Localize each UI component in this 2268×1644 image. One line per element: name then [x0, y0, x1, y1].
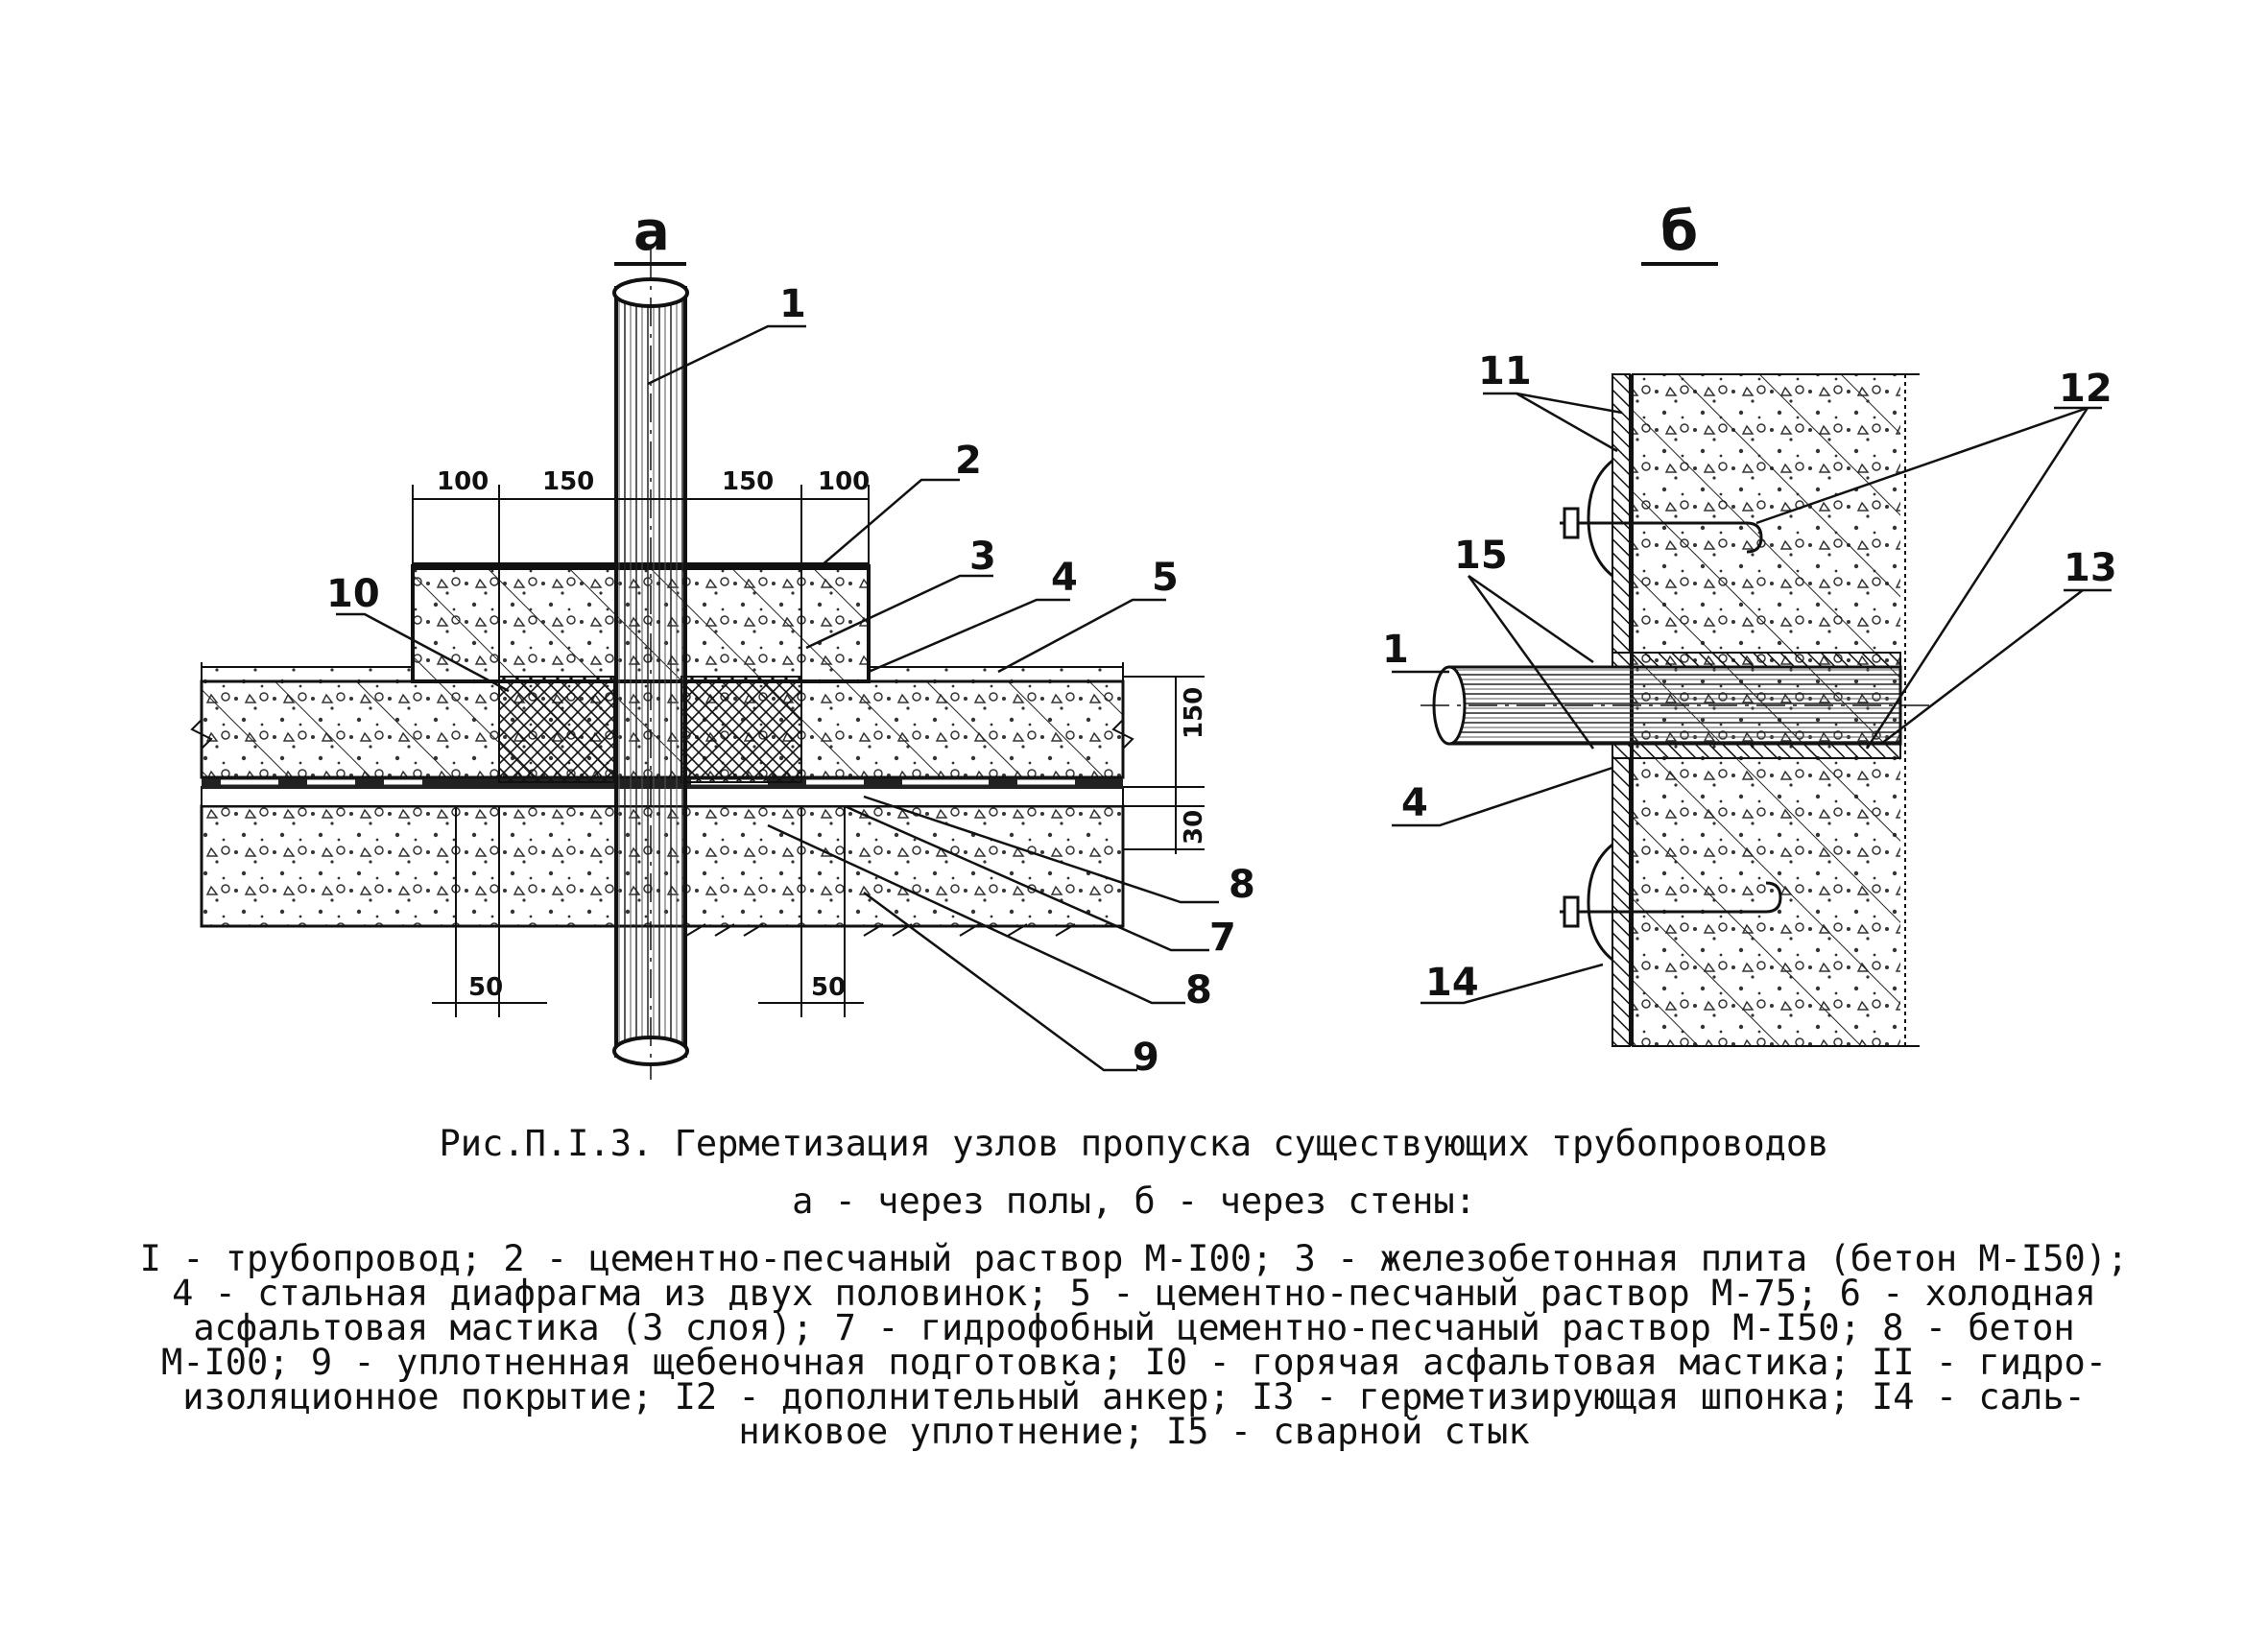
callout-b-14: 14	[1425, 961, 1479, 1005]
drawing-a: а	[190, 201, 1255, 1080]
drawing-a-label: а	[633, 201, 670, 263]
dim-top-3: 150	[722, 467, 774, 496]
callout-b-11: 11	[1478, 349, 1532, 393]
callout-b-13: 13	[2064, 546, 2117, 590]
drawing-b: б	[1382, 201, 2117, 1047]
figure-caption: Рис.П.I.3. Герметизация узлов пропуска с…	[0, 1121, 2268, 1449]
callout-b-4: 4	[1401, 781, 1428, 825]
callout-b-15: 15	[1454, 534, 1508, 578]
hot-mastic-left	[498, 676, 615, 783]
callout-a-10: 10	[326, 572, 380, 616]
callout-a-4: 4	[1051, 556, 1078, 600]
callout-a-5: 5	[1152, 556, 1179, 600]
waterproof-coating	[1611, 373, 1631, 654]
callout-b-1: 1	[1382, 628, 1409, 672]
caption-subtitle: а - через полы, б - через стены:	[792, 1180, 1476, 1222]
callout-a-3: 3	[969, 535, 996, 579]
callout-a-8-top: 8	[1229, 863, 1255, 907]
legend-line-5: изоляционное покрытие; I2 - дополнительн…	[182, 1376, 2086, 1418]
legend-line-1: I - трубопровод; 2 - цементно-песчаный р…	[139, 1238, 2129, 1279]
legend-line-3: асфальтовая мастика (3 слоя); 7 - гидроф…	[193, 1307, 2075, 1348]
callout-a-2: 2	[955, 439, 982, 483]
caption-title: Рис.П.I.3. Герметизация узлов пропуска с…	[439, 1123, 1829, 1164]
legend-line-2: 4 - стальная диафрагма из двух половинок…	[172, 1273, 2096, 1314]
callout-b-12: 12	[2059, 367, 2113, 411]
hot-mastic-right	[680, 676, 802, 783]
dim-bottom-1: 50	[468, 973, 503, 1002]
legend-line-6: никовое уплотнение; I5 - сварной стык	[738, 1411, 1530, 1452]
callout-a-8-bottom: 8	[1185, 968, 1212, 1013]
dim-side-150: 150	[1180, 687, 1208, 739]
dim-bottom-2: 50	[811, 973, 846, 1002]
dim-top-4: 100	[818, 467, 870, 496]
dim-side-30: 30	[1180, 810, 1208, 845]
dim-top-2: 150	[542, 467, 594, 496]
callout-a-9: 9	[1133, 1036, 1159, 1080]
drawing-b-label: б	[1660, 201, 1698, 263]
callout-a-7: 7	[1209, 916, 1236, 960]
dim-top-1: 100	[437, 467, 489, 496]
legend-line-4: М-I00; 9 - уплотненная щебеночная подгот…	[160, 1342, 2108, 1383]
callout-a-1: 1	[779, 282, 806, 326]
